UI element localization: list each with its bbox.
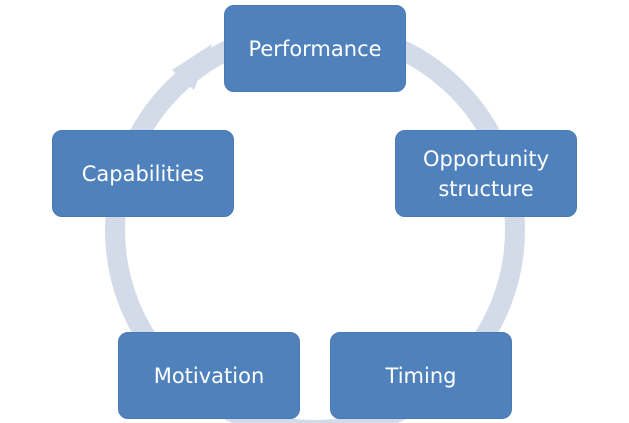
- node-performance-label: Performance: [248, 36, 382, 61]
- node-motivation: Motivation: [118, 332, 300, 419]
- node-timing: Timing: [330, 332, 512, 419]
- node-opportunity-structure: Opportunity structure: [395, 130, 577, 217]
- node-motivation-label: Motivation: [153, 363, 265, 388]
- cycle-arrowhead: [172, 44, 212, 90]
- node-performance: Performance: [224, 5, 406, 92]
- node-timing-label: Timing: [385, 363, 457, 388]
- node-capabilities: Capabilities: [52, 130, 234, 217]
- node-capabilities-label: Capabilities: [81, 161, 205, 186]
- node-opportunity-structure-label: Opportunity structure: [422, 146, 550, 201]
